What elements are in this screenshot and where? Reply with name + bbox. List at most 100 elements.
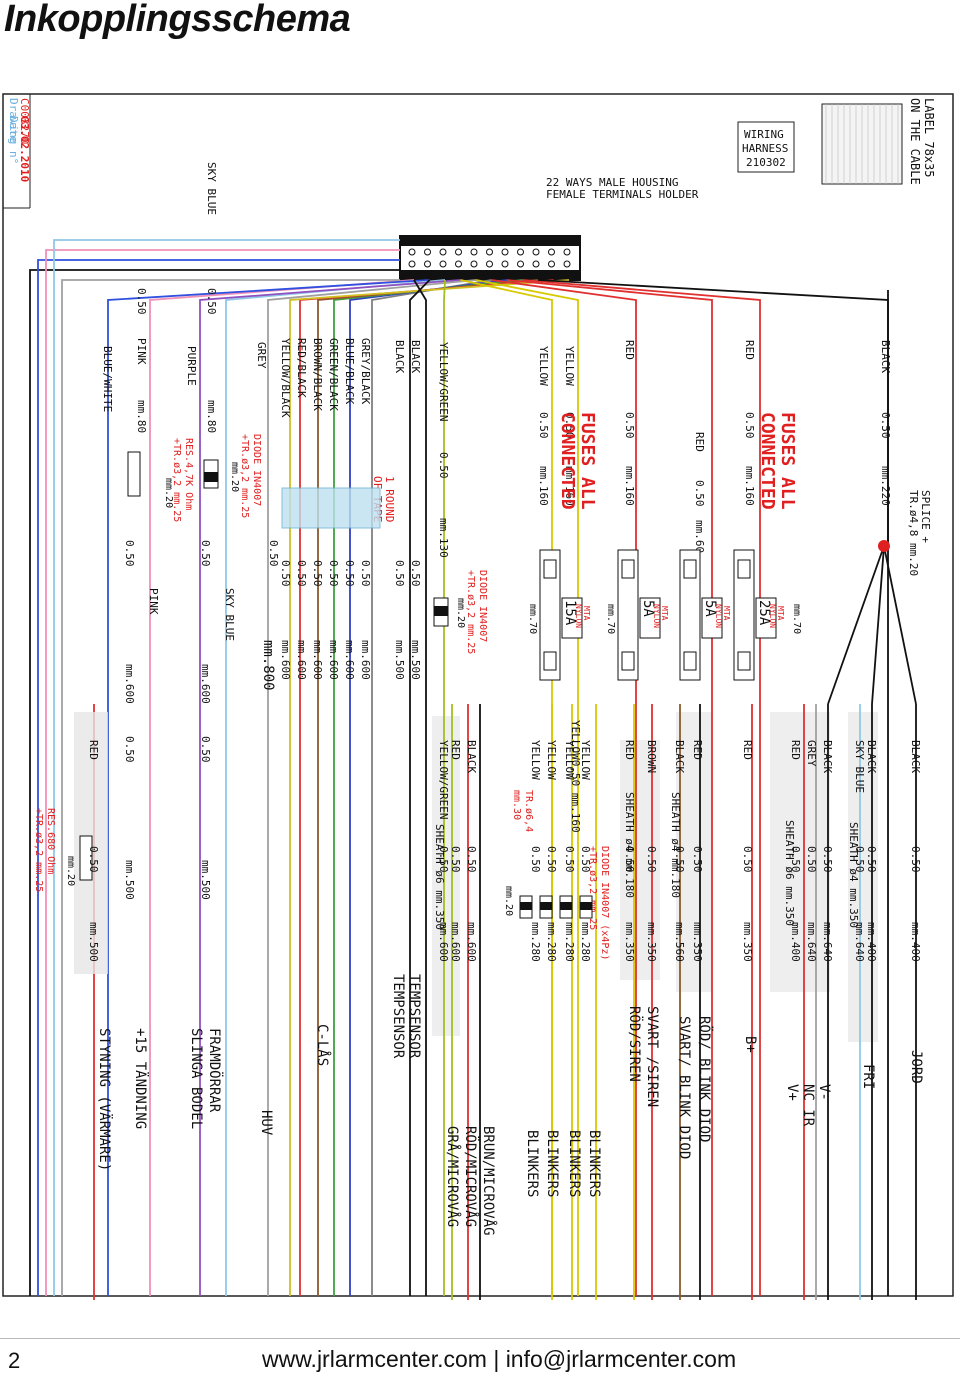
right-wire-labels: RED0.50mm.500YELLOW/GREEN0.50mm.600RED0.… (87, 740, 922, 962)
left-wire-len: mm.160 (563, 466, 576, 506)
diode-2-band (434, 606, 448, 616)
sheath (770, 712, 830, 992)
res680-text-2: +TR.ø3,2 mm.25 (33, 808, 44, 892)
left-wire-len: mm.600 (311, 640, 324, 680)
drawing-number: C003270 (18, 98, 31, 144)
mm20-b: mm.20 (229, 462, 240, 492)
right-wire-name: RED (623, 740, 636, 760)
left-wire-size: 0.50 (359, 560, 372, 587)
splice-text-2: TR.ø4,8 mm.20 (907, 490, 920, 576)
right-sheath-labels: YELLOW0,50 mm.160 SHEATH ø6 mm.350 SHEAT… (433, 720, 860, 930)
left-wire-size: 0.50 (743, 412, 756, 439)
right-wire-name: YELLOW (563, 740, 576, 780)
splice-fri (871, 545, 885, 705)
wire-12 (413, 279, 427, 1296)
right-wire-name: RED (789, 740, 802, 760)
left-wire-name: BLUE/WHITE (101, 346, 114, 412)
mini-fuse (701, 597, 723, 639)
drawing-label: Drawing n° (7, 98, 20, 164)
wire-11 (289, 279, 570, 1296)
function-tempsensor: TEMPSENSOR (390, 974, 406, 1059)
connector-pin (501, 260, 509, 268)
mm600-a: mm.600 (123, 664, 136, 704)
right-wire-len: mm.400 (865, 922, 878, 962)
wiring-line3: 210302 (746, 156, 786, 169)
wire-route-3 (53, 239, 400, 1296)
right-wire-name: BLACK (465, 740, 478, 773)
wire-1 (149, 279, 415, 1296)
left-wire-len: mm.500 (393, 640, 406, 680)
connector-pin (424, 248, 431, 256)
wire-route-0 (29, 269, 400, 1296)
right-wire-len: mm.640 (821, 922, 834, 962)
left-wire-name: PURPLE (185, 346, 198, 386)
left-wire-len: mm.600 (343, 640, 356, 680)
right-wire-len: mm.600 (449, 922, 462, 962)
function-blinkers: BLINKERS (524, 1130, 540, 1197)
mm20-d: mm.20 (65, 856, 76, 886)
wires (29, 239, 917, 1300)
right-mm20: mm.20 (503, 886, 514, 916)
diode2-text-1: DIODE IN4007 (477, 570, 488, 642)
splice-v (827, 545, 885, 705)
left-wire-size: 0.50 (311, 560, 324, 587)
connector-pin (455, 260, 462, 268)
page-number: 2 (8, 1348, 21, 1373)
left-wire-name: RED (743, 340, 756, 360)
function-fri: FRI (860, 1064, 876, 1089)
wire-17 (491, 279, 637, 1296)
connector-pin (501, 248, 509, 256)
connector-pin (455, 248, 462, 256)
function-v-minus: V- (816, 1084, 832, 1101)
mm70-b: mm.70 (605, 604, 616, 634)
right-wire-size: 0.50 (87, 846, 100, 873)
res47k-text-1: RES.4,7K Ohm (183, 438, 194, 510)
tape-text-1: 1 ROUND (383, 476, 396, 522)
left-wire-len: mm.500 (409, 640, 422, 680)
left-wire-size: 0.50 (393, 560, 406, 587)
splice-point (878, 540, 890, 552)
right-wire-len: mm.400 (909, 922, 922, 962)
left-wire-size: 0.50 (295, 560, 308, 587)
sheath (676, 712, 712, 992)
left-wire-name: BLACK (393, 340, 406, 373)
function-nc-ir: NC IR (800, 1084, 816, 1127)
contact-line[interactable]: www.jrlarmcenter.com | info@jrlarmcenter… (262, 1346, 737, 1372)
fuse-holder (539, 549, 561, 681)
drawing-frame (2, 93, 954, 1297)
function-styrning: STYNING (VÄRMARE) (96, 1028, 114, 1171)
diode-array (519, 895, 593, 919)
connector-pin (563, 248, 571, 256)
right-wire-size: 0.50 (821, 846, 834, 873)
fuse-holder (679, 549, 701, 681)
right-wire-size: 0.50 (741, 846, 754, 873)
left-wire-len: mm.130 (437, 518, 450, 558)
diode1-text-1: DIODE IN4007 (251, 434, 262, 506)
connector-pin (424, 260, 431, 268)
res680-label: RES.680 Ohm +TR.ø3,2 mm.25 (33, 808, 56, 892)
left-wire-name: RED (623, 340, 636, 360)
right-wire-name: RED (449, 740, 462, 760)
diode4-text-1: DIODE IN4007 (x4Pz) (599, 846, 610, 960)
fuse-rating: 25A (756, 600, 772, 626)
left-wire-len: mm.600 (359, 640, 372, 680)
left-wire-len: mm.80 (205, 400, 218, 433)
left-wire-len: mm.160 (537, 466, 550, 506)
resistor-47k (127, 451, 141, 497)
res47k-text-2: +TR.ø3,2 mm.25 (171, 438, 182, 522)
connector-pin (486, 248, 493, 256)
diode1-text-2: +TR.ø3,2 mm.25 (239, 434, 250, 518)
fuse-mta: MTA (582, 606, 591, 621)
right-wire-name: BROWN (645, 740, 658, 773)
date-value: 03.02.2010 (18, 116, 31, 182)
connector-pin (408, 248, 416, 256)
tr64-label: TR.ø6,4 mm.30 (511, 790, 534, 832)
right-wire-len: mm.350 (623, 922, 636, 962)
right-wire-name: RED (741, 740, 754, 760)
wire-18 (506, 279, 713, 1296)
right-wire-len: mm.640 (805, 922, 818, 962)
right-wire-len: mm.600 (437, 922, 450, 962)
wire-route-4 (61, 279, 400, 1296)
